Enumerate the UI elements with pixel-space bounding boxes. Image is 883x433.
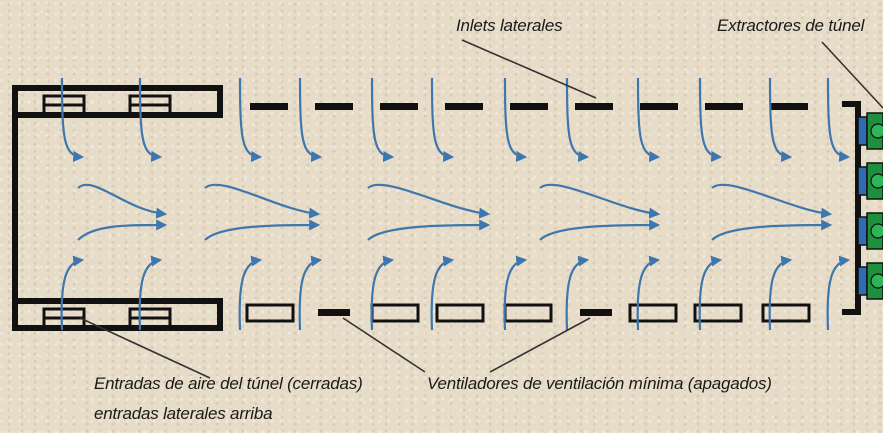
airflow-arrow [298,255,323,331]
min-vent-fans-group [245,303,811,323]
airflow-arrow [636,77,661,162]
airflow-arrow [60,77,85,162]
airflow-arrow [77,183,168,219]
side-inlet-dash [510,103,548,110]
side-inlet-dash [705,103,743,110]
top-wall-section [12,85,223,118]
airflow-arrow [77,219,168,241]
leader-lines-group [79,39,883,379]
label-entradas-tunel-line2: entradas laterales arriba [94,404,273,423]
airflow-arrow [367,183,491,219]
building-outline [12,85,861,331]
airflow-arrow [503,77,528,162]
ventiladores-leader-line-1 [342,317,426,373]
min-vent-fan-dash [318,309,350,316]
side-inlet-dash [445,103,483,110]
airflow-arrow [430,77,455,162]
airflow-arrow [370,77,395,162]
min-vent-fan-box [245,303,295,323]
right-end-wall [842,101,861,315]
airflow-arrow [826,77,851,162]
entradas-leader-line [79,317,211,379]
side-inlet-dash [770,103,808,110]
exhaust-fan-hub [870,123,883,139]
airflow-arrow [298,77,323,162]
airflow-arrow [698,255,723,331]
airflow-arrow [768,255,793,331]
airflow-arrow [698,77,723,162]
exhaust-fan-hub [870,173,883,189]
min-vent-fan-box [370,303,420,323]
min-vent-fan-box [693,303,743,323]
side-inlet-dash [380,103,418,110]
airflow-arrow [711,219,833,241]
exhaust-fan-housing [857,166,868,196]
min-vent-fan-box [628,303,678,323]
airflow-arrow [539,183,661,219]
min-vent-fan-dash [580,309,612,316]
airflow-arrow [367,219,491,241]
airflow-arrow [503,255,528,331]
airflow-arrow [204,219,321,241]
side-inlets-group [250,103,808,110]
bottom-wall-section [12,298,223,331]
side-inlet-dash [250,103,288,110]
airflow-arrow [138,77,163,162]
exhaust-fan-housing [857,116,868,146]
label-entradas-tunel-line1: Entradas de aire del túnel (cerradas) [94,374,363,393]
airflow-arrow [539,219,661,241]
exhaust-fan-housing [857,216,868,246]
airflow-arrow [138,255,163,331]
airflow-arrow [204,183,321,219]
airflow-arrow [565,77,590,162]
inlets-leader-line [461,39,597,99]
airflow-arrow [826,255,851,331]
airflow-arrow [238,77,263,162]
min-vent-fan-box [503,303,553,323]
side-inlet-dash [640,103,678,110]
airflow-arrow [370,255,395,331]
extractores-leader-line [821,41,883,109]
min-vent-fan-box [435,303,485,323]
tunnel-inlets-group [42,94,172,329]
airflow-arrow [60,255,85,331]
airflow-arrow [430,255,455,331]
exhaust-fan-hub [870,223,883,239]
exhaust-fan-hub [870,273,883,289]
airflow-arrow [565,255,590,331]
min-vent-fan-box [761,303,811,323]
airflow-arrow [768,77,793,162]
exhaust-fan-housing [857,266,868,296]
side-inlet-dash [575,103,613,110]
exhaust-fans-group [857,112,883,300]
airflow-arrows-group [60,77,851,331]
side-inlet-dash [315,103,353,110]
label-inlets-laterales: Inlets laterales [456,16,563,35]
label-ventiladores-minima: Ventiladores de ventilación mínima (apag… [427,374,772,393]
label-extractores-tunel: Extractores de túnel [717,16,865,35]
airflow-arrow [238,255,263,331]
airflow-arrow [636,255,661,331]
airflow-arrow [711,183,833,219]
ventiladores-leader-line-2 [489,317,591,373]
